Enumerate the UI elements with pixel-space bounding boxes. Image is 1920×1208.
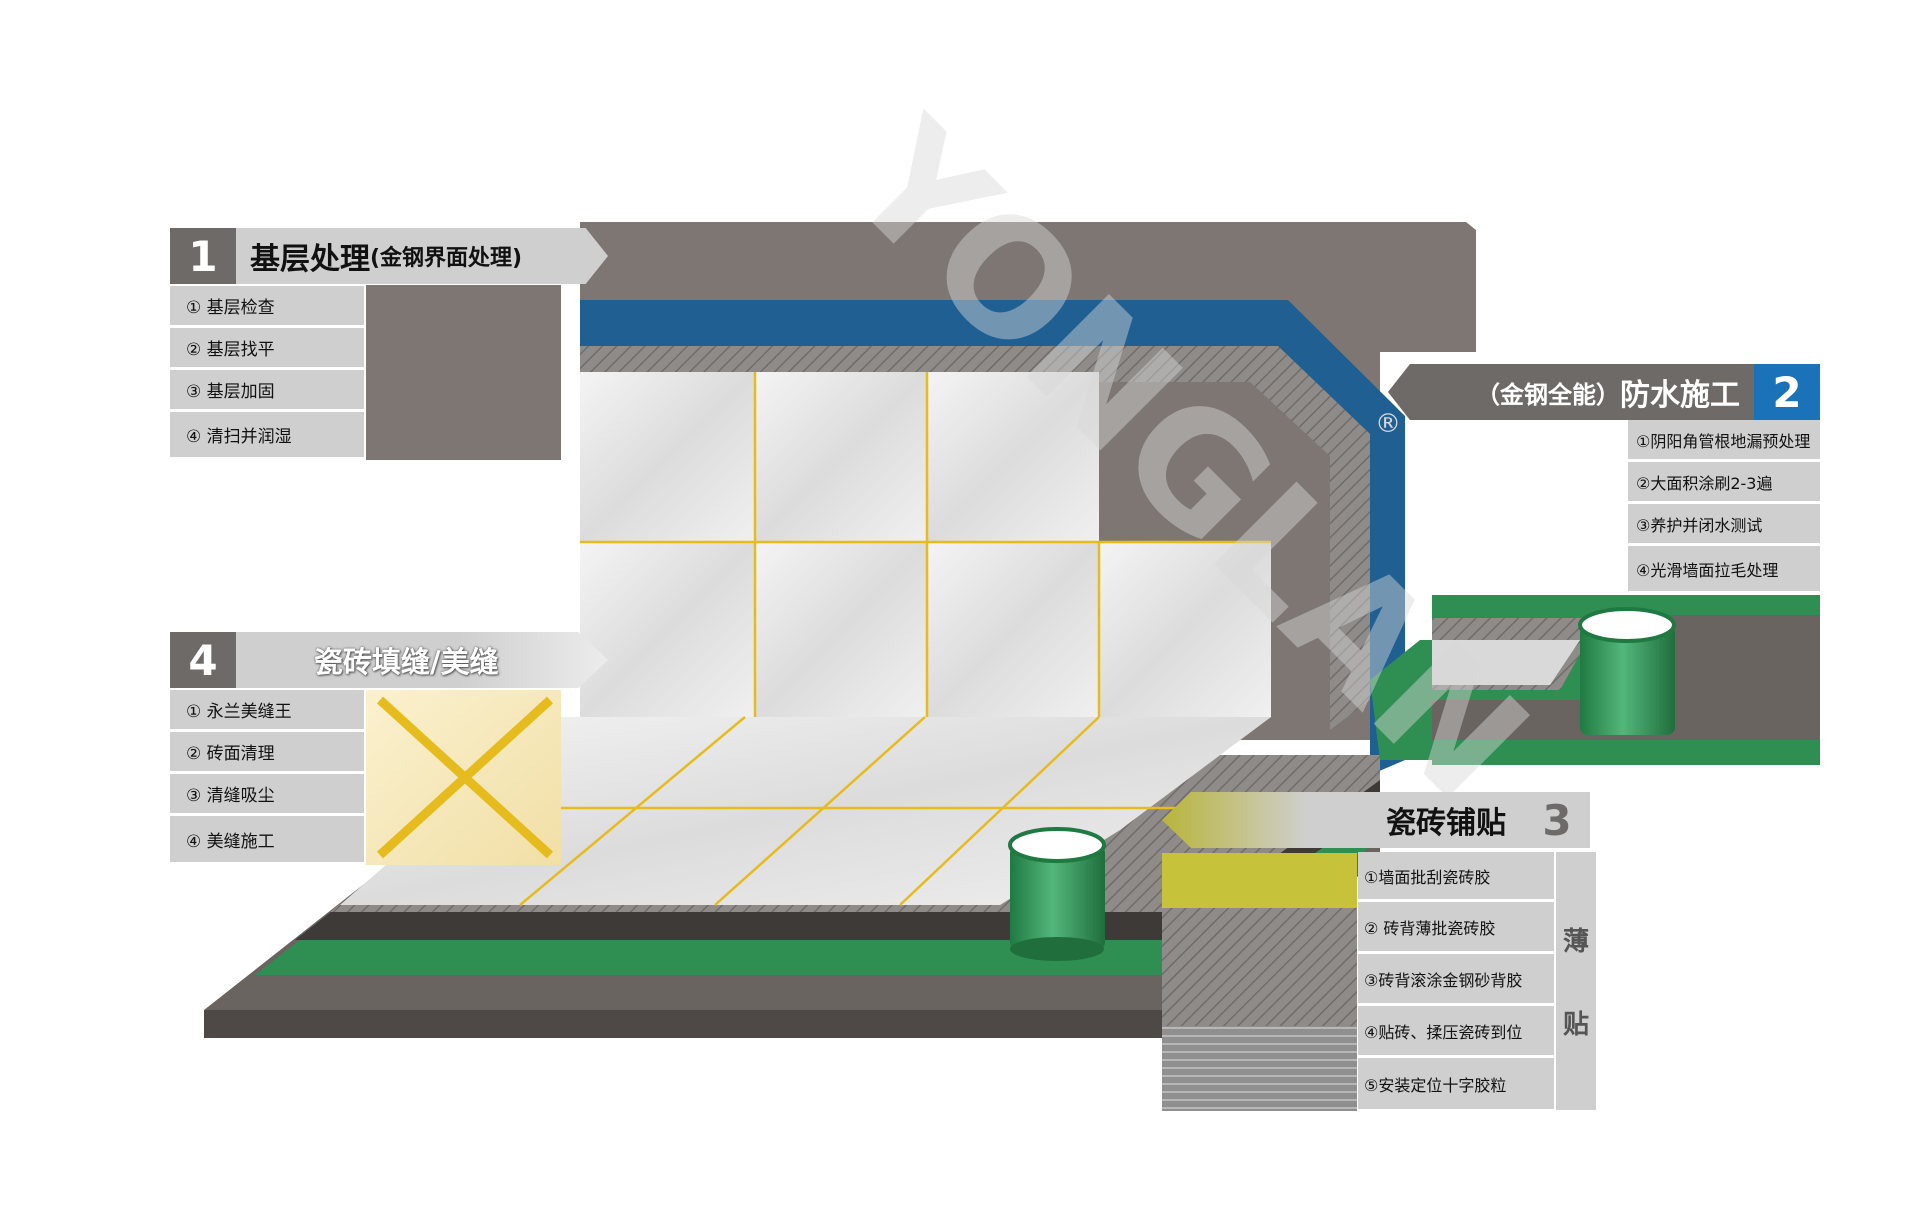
wall-waterproof-layer — [580, 300, 1405, 775]
wall-tile — [927, 372, 1099, 542]
wall-mortar-layer — [580, 346, 1370, 730]
floor-pipe — [1008, 827, 1106, 961]
panel2-subtitle: （金钢全能） — [1476, 380, 1620, 409]
panel1-step: ② 基层找平 — [170, 328, 364, 370]
panel3-step: ② 砖背薄批瓷砖胶 — [1358, 902, 1554, 954]
panel3-step: ①墙面批刮瓷砖胶 — [1358, 852, 1554, 902]
panel1-steps: ① 基层检查 ② 基层找平 ③ 基层加固 ④ 清扫并润湿 — [170, 286, 364, 460]
panel3-title-box: 瓷砖铺贴 — [1162, 792, 1524, 848]
panel3-step: ④贴砖、揉压瓷砖到位 — [1358, 1006, 1554, 1058]
watermark-mark: ® — [1375, 409, 1401, 439]
wall-tile — [580, 372, 755, 542]
panel1-subtitle: (金钢界面处理) — [370, 246, 523, 271]
panel4-title-bar: 4 瓷砖填缝/美缝 — [170, 632, 608, 688]
panel3-side-label-1: 薄 — [1562, 927, 1589, 957]
panel3-photos — [1162, 853, 1357, 1111]
panel3-side-label: 薄 贴 — [1556, 852, 1596, 1110]
panel4-step: ④ 美缝施工 — [170, 816, 364, 865]
wall-tile — [755, 372, 927, 542]
panel1-step: ④ 清扫并润湿 — [170, 412, 364, 460]
panel2-steps: ①阴阳角管根地漏预处理 ②大面积涂刷2-3遍 ③养护并闭水测试 ④光滑墙面拉毛处… — [1628, 420, 1820, 594]
panel2-step: ④光滑墙面拉毛处理 — [1628, 546, 1820, 594]
panel2-title-bar: （金钢全能） 防水施工 2 — [1388, 364, 1820, 420]
panel4-steps: ① 永兰美缝王 ② 砖面清理 ③ 清缝吸尘 ④ 美缝施工 — [170, 690, 364, 865]
wall-tile — [927, 542, 1099, 717]
panel3-step: ⑤安装定位十字胶粒 — [1358, 1058, 1554, 1112]
wall-tile — [755, 542, 927, 717]
panel4-title-box: 瓷砖填缝/美缝 — [236, 632, 608, 688]
panel2-illustration — [1432, 595, 1820, 765]
panel2-title: 防水施工 — [1620, 378, 1740, 413]
wall-tiles — [580, 372, 1271, 717]
panel1-number: 1 — [170, 228, 236, 284]
panel1-title-box: 基层处理 (金钢界面处理) — [236, 228, 608, 284]
panel4-step: ② 砖面清理 — [170, 732, 364, 774]
panel1-title: 基层处理 — [250, 242, 370, 277]
wall-tile — [1099, 542, 1271, 717]
panel1-step: ① 基层检查 — [170, 286, 364, 328]
panel3-step: ③砖背滚涂金钢砂背胶 — [1358, 954, 1554, 1006]
wall-tile — [580, 542, 755, 717]
panel1-step: ③ 基层加固 — [170, 370, 364, 412]
panel3-number: 3 — [1524, 792, 1590, 848]
panel2-step: ②大面积涂刷2-3遍 — [1628, 462, 1820, 504]
panel1-base-swatch — [366, 285, 561, 460]
panel3-title-bar: 瓷砖铺贴 3 — [1162, 792, 1590, 848]
panel4-title: 瓷砖填缝/美缝 — [314, 645, 499, 679]
panel2-step: ③养护并闭水测试 — [1628, 504, 1820, 546]
panel2-title-box: （金钢全能） 防水施工 — [1388, 364, 1754, 420]
panel2-number: 2 — [1754, 364, 1820, 420]
panel3-side-label-2: 贴 — [1562, 1010, 1589, 1040]
panel2-step: ①阴阳角管根地漏预处理 — [1628, 420, 1820, 462]
panel3-title: 瓷砖铺贴 — [1386, 806, 1506, 841]
floor-base-layer — [204, 1010, 1180, 1038]
panel4-number: 4 — [170, 632, 236, 688]
panel4-step: ③ 清缝吸尘 — [170, 774, 364, 816]
panel4-grout-swatch — [366, 690, 561, 865]
panel3-steps: ①墙面批刮瓷砖胶 ② 砖背薄批瓷砖胶 ③砖背滚涂金钢砂背胶 ④贴砖、揉压瓷砖到位… — [1358, 852, 1554, 1112]
panel4-step: ① 永兰美缝王 — [170, 690, 364, 732]
panel1-title-bar: 1 基层处理 (金钢界面处理) — [170, 228, 608, 284]
